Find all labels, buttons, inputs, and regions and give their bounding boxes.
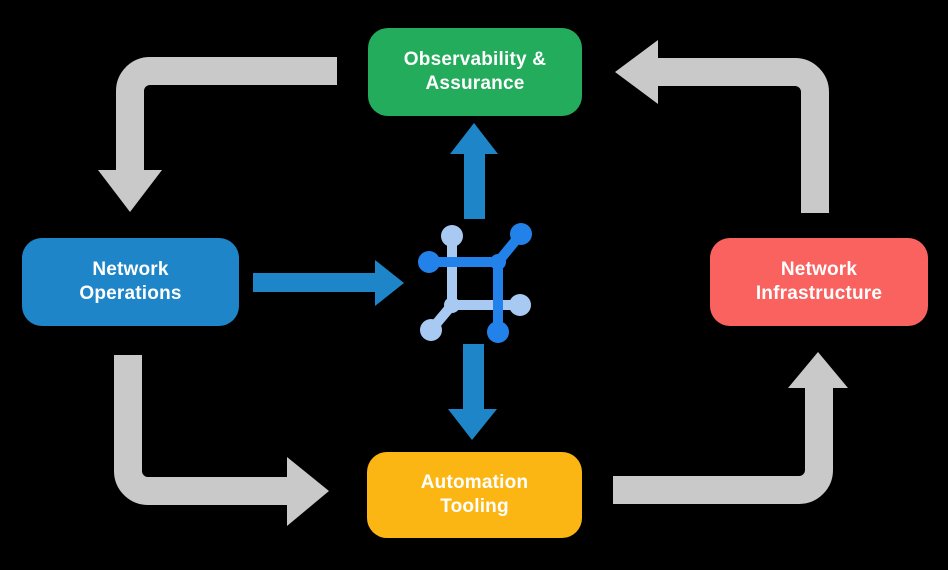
arrow-head-right	[287, 457, 329, 526]
arrow-shaft	[656, 58, 829, 213]
icon-dark-node-bottom	[487, 321, 509, 343]
icon-light-node-bottom-left	[420, 319, 442, 341]
gray-arrow-operations-to-automation	[114, 355, 329, 526]
icon-light-joint	[444, 297, 460, 313]
arrow-head-up	[450, 123, 498, 154]
node-label-line: Assurance	[425, 73, 525, 94]
node-label-line: Observability &	[403, 49, 547, 70]
icon-light-node-right	[509, 294, 531, 316]
blue-arrow-operations-to-center	[253, 260, 404, 306]
gray-arrow-automation-to-infrastructure	[613, 352, 848, 504]
node-label-line: Network	[780, 259, 858, 280]
arrow-shaft	[464, 152, 485, 219]
arrow-shaft	[613, 388, 833, 504]
node-label-line: Network	[92, 259, 169, 280]
blue-arrow-center-to-automation	[448, 344, 497, 440]
gray-arrow-observability-to-operations	[98, 57, 337, 212]
node-observability-assurance: Observability & Assurance	[368, 28, 582, 116]
arrow-shaft	[116, 57, 337, 173]
icon-dark-node-top-right	[510, 223, 532, 245]
node-network-operations: Network Operations	[22, 238, 239, 326]
icon-light-node-top	[441, 225, 463, 247]
arrow-head-up	[788, 352, 848, 388]
node-label-line: Automation	[420, 472, 529, 493]
arrow-shaft	[114, 355, 288, 505]
network-mesh-icon	[418, 223, 532, 343]
icon-dark-node-left	[418, 251, 440, 273]
arrow-head-right	[375, 260, 404, 306]
node-network-infrastructure: Network Infrastructure	[710, 238, 928, 326]
arrow-head-down	[98, 170, 162, 212]
arrow-shaft	[253, 273, 376, 292]
arrow-head-down	[448, 409, 497, 440]
blue-arrow-center-to-observability	[450, 123, 498, 219]
icon-dark-joint	[490, 254, 506, 270]
node-label-line: Tooling	[440, 496, 509, 517]
node-label-line: Operations	[79, 283, 182, 304]
gray-arrow-infrastructure-to-observability	[615, 40, 829, 213]
node-label-line: Infrastructure	[755, 283, 883, 304]
arrow-shaft	[463, 344, 484, 411]
node-automation-tooling: Automation Tooling	[367, 452, 582, 538]
arrow-head-left	[615, 40, 658, 104]
